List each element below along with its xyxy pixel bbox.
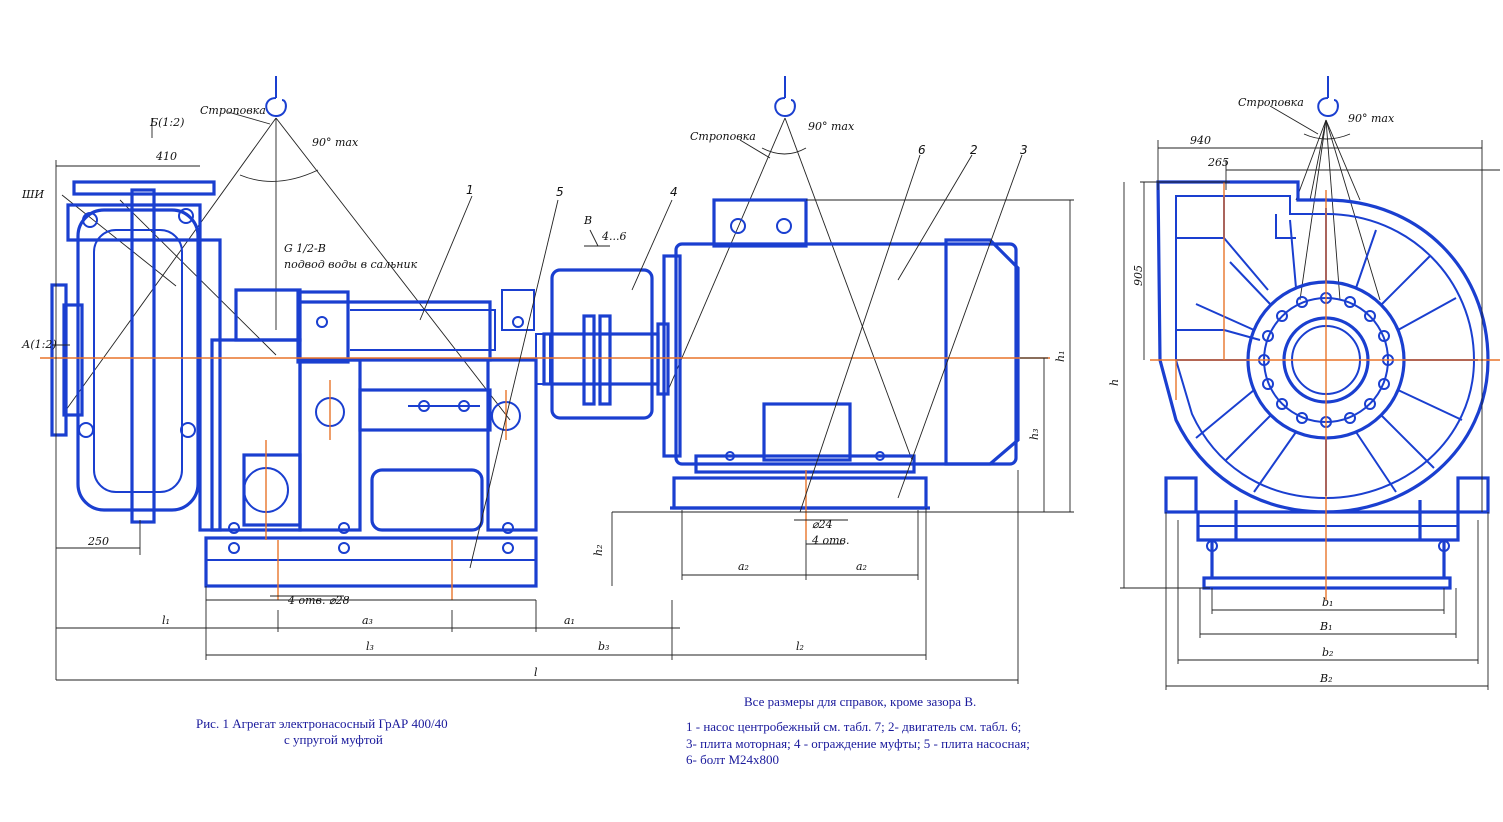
legend-line-1: 1 - насос центробежный см. табл. 7; 2- д… bbox=[686, 719, 1022, 734]
callout-3: 3 bbox=[1020, 143, 1028, 157]
dim-h1: h₁ bbox=[1054, 351, 1067, 363]
dim-a3: a₃ bbox=[362, 614, 373, 627]
dim-a2-left: a₂ bbox=[738, 560, 749, 573]
callout-1: 1 bbox=[466, 183, 474, 197]
dim-410: 410 bbox=[155, 150, 177, 163]
dim-B1: B₁ bbox=[1319, 620, 1333, 633]
hook-middle bbox=[774, 76, 796, 118]
volute bbox=[1156, 180, 1490, 590]
dim-h: h bbox=[1108, 379, 1121, 386]
legend-line-3: 6- болт М24х800 bbox=[686, 752, 779, 767]
label-angle-1: 90° max bbox=[312, 136, 359, 149]
label-view-b: Б(1:2) bbox=[149, 116, 184, 129]
dim-b3: b₃ bbox=[598, 640, 609, 653]
figure-caption-line1: Рис. 1 Агрегат электронасосный ГрАР 400/… bbox=[196, 716, 448, 731]
side-view: Строповка 90° max Строповка 90° max 410 … bbox=[21, 76, 1074, 684]
notes-title: Все размеры для справок, кроме зазора В. bbox=[744, 694, 977, 709]
callout-leaders bbox=[419, 154, 1023, 569]
label-view-a: А(1:2) bbox=[21, 338, 57, 351]
label-holes-24-d: ⌀24 bbox=[812, 518, 833, 531]
label-stropovka-1: Строповка bbox=[200, 104, 266, 117]
label-stropovka-2: Строповка bbox=[690, 130, 756, 143]
dim-265: 265 bbox=[1207, 156, 1229, 169]
label-holes-24-n: 4 отв. bbox=[811, 534, 849, 547]
end-sling-lines bbox=[1269, 105, 1381, 301]
label-gap: 4...6 bbox=[601, 230, 627, 243]
dim-h2: h₂ bbox=[592, 545, 605, 557]
sling-lines bbox=[61, 111, 913, 461]
dimension-lines bbox=[52, 118, 1074, 684]
legend-line-2: 3- плита моторная; 4 - ограждение муфты;… bbox=[686, 736, 1030, 751]
label-gap-b: В bbox=[583, 214, 592, 227]
label-holes-28: 4 отв. ⌀28 bbox=[287, 594, 350, 607]
callout-5: 5 bbox=[556, 185, 564, 199]
callout-4: 4 bbox=[670, 185, 678, 199]
centerlines bbox=[40, 357, 1050, 600]
label-water-thread: G 1/2-B bbox=[284, 242, 326, 255]
label-angle-2: 90° max bbox=[808, 120, 855, 133]
label-angle-3: 90° max bbox=[1348, 112, 1395, 125]
end-view-labels: Строповка 90° max 940 265 905 h b₁ B₁ b₂… bbox=[1108, 96, 1395, 685]
label-stropovka-3: Строповка bbox=[1238, 96, 1304, 109]
hook-left bbox=[265, 76, 287, 118]
coupling-guard bbox=[535, 268, 660, 420]
side-view-labels: Строповка 90° max Строповка 90° max 410 … bbox=[21, 104, 1067, 679]
dim-905: 905 bbox=[1132, 265, 1145, 286]
end-centerlines bbox=[1150, 182, 1500, 600]
label-shi: ШИ bbox=[21, 188, 45, 201]
dim-a2-right: a₂ bbox=[856, 560, 867, 573]
dim-b2: b₂ bbox=[1322, 646, 1333, 659]
callout-6: 6 bbox=[918, 143, 926, 157]
motor bbox=[656, 198, 1020, 510]
dim-B2: B₂ bbox=[1319, 672, 1333, 685]
dim-l3: l₃ bbox=[366, 640, 374, 653]
callout-2: 2 bbox=[970, 143, 978, 157]
dim-a1: a₁ bbox=[564, 614, 575, 627]
dim-b1: b₁ bbox=[1322, 596, 1333, 609]
dim-l1: l₁ bbox=[162, 614, 170, 627]
dim-940: 940 bbox=[1190, 134, 1211, 147]
label-water-note: подвод воды в сальник bbox=[284, 258, 418, 271]
dim-250: 250 bbox=[87, 535, 109, 548]
dim-l2: l₂ bbox=[796, 640, 804, 653]
hook-right bbox=[1317, 76, 1339, 118]
dim-h3: h₃ bbox=[1028, 429, 1041, 441]
end-dimension-lines bbox=[1120, 140, 1500, 690]
end-view: Строповка 90° max 940 265 905 h b₁ B₁ b₂… bbox=[1108, 76, 1500, 690]
dim-l: l bbox=[534, 666, 538, 679]
figure-caption-line2: с упругой муфтой bbox=[284, 732, 383, 747]
